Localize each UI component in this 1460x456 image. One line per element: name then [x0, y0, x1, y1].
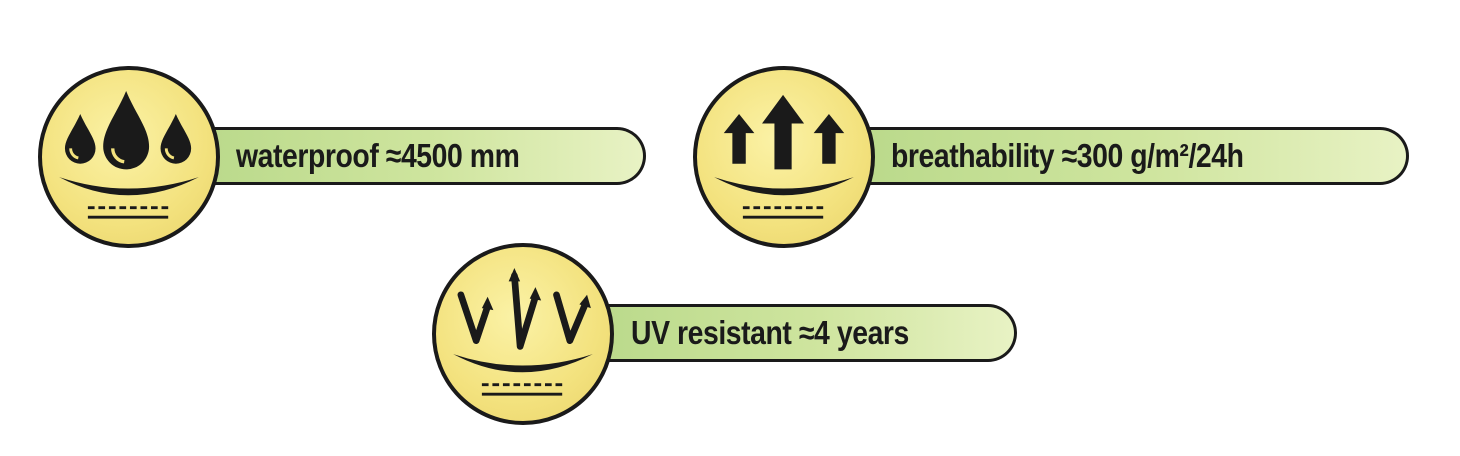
uv-rays-icon: [453, 268, 593, 396]
waterproof-emblem: [38, 66, 220, 248]
uv-label-pill: UV resistant ≈4 years: [585, 304, 1017, 362]
water-drops-icon: [59, 91, 199, 219]
breathability-label: breathability ≈300 g/m²/24h: [891, 137, 1244, 174]
waterproof-label: waterproof ≈4500 mm: [236, 137, 520, 174]
uv-emblem: [432, 243, 614, 425]
uv-label: UV resistant ≈4 years: [631, 314, 909, 351]
waterproof-label-pill: waterproof ≈4500 mm: [190, 127, 646, 185]
breathability-label-pill: breathability ≈300 g/m²/24h: [845, 127, 1409, 185]
breathability-emblem: [693, 66, 875, 248]
up-arrows-icon: [714, 94, 854, 219]
